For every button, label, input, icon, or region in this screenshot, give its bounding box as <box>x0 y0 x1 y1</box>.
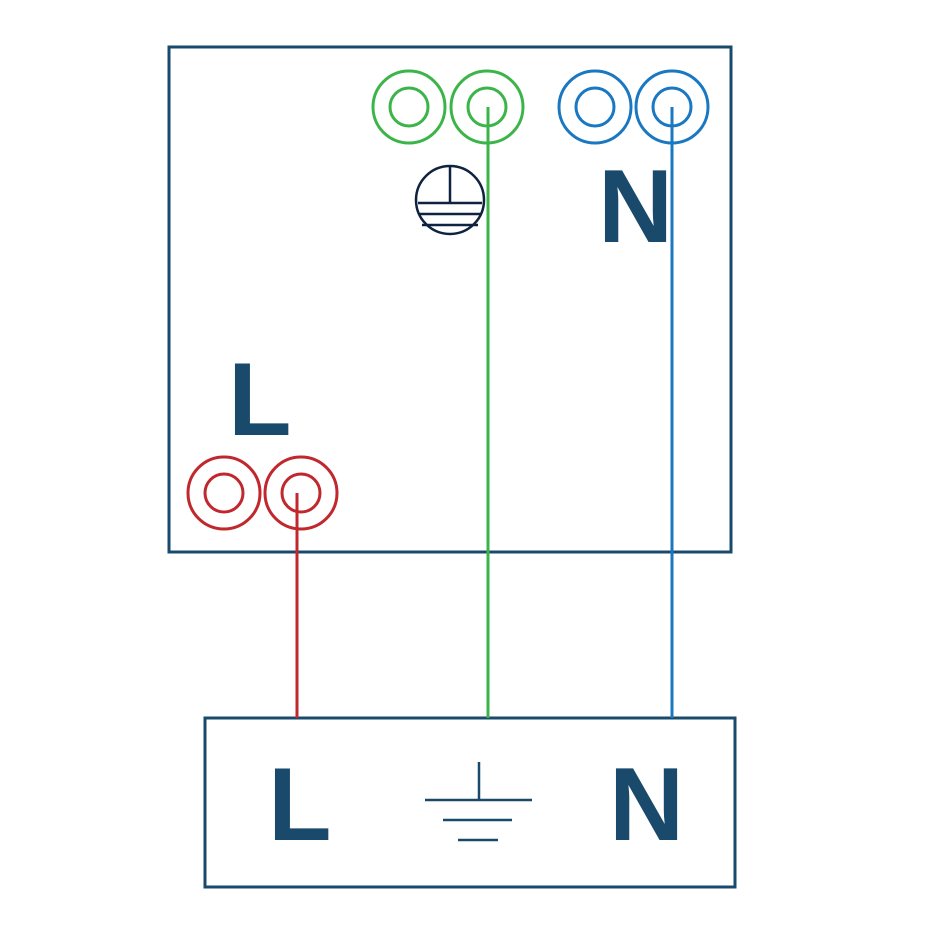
supply-neutral-label: N <box>609 747 684 863</box>
device-live-label: L <box>228 342 292 458</box>
device-neutral-label: N <box>598 149 673 265</box>
protective-earth-icon <box>414 164 486 236</box>
ground-icon <box>425 762 532 842</box>
earth-terminals <box>371 69 525 145</box>
neutral-terminals <box>557 69 710 145</box>
device-box <box>167 45 733 554</box>
supply-live-label: L <box>268 747 332 863</box>
live-terminals <box>186 455 339 531</box>
supply-box <box>203 716 737 889</box>
